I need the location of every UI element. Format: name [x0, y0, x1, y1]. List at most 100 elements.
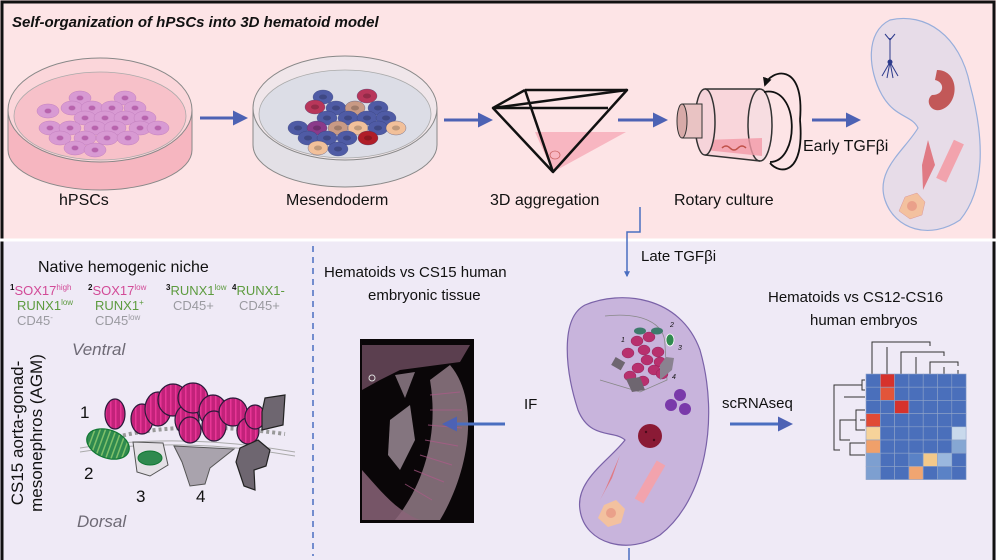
heatmap-cell: [879, 439, 895, 454]
cell-nucleus: [363, 115, 371, 121]
marker-name: CD45: [17, 313, 51, 328]
heatmap-cell: [908, 439, 924, 454]
cell-type-1: [104, 398, 126, 430]
cell-type-2: [86, 428, 130, 460]
late-tgfbi-connector: [624, 207, 641, 278]
embryo-section-image: [360, 339, 474, 523]
cell-nucleus: [374, 125, 382, 131]
if-method-label: IF: [524, 396, 538, 413]
mesendoderm-cell: [385, 120, 407, 136]
rotary-tube-icon: [676, 88, 793, 163]
marker-level: +: [139, 298, 144, 307]
cell-nucleus: [392, 125, 400, 131]
marker-level: low: [61, 298, 74, 307]
heatmap-cell: [951, 452, 967, 467]
cell-nucleus: [56, 135, 64, 141]
hematoid-embryo-icon: [566, 297, 710, 546]
mesendoderm-cell: [316, 110, 338, 126]
cell-nucleus: [141, 115, 149, 121]
mesendoderm-cell: [304, 99, 326, 115]
heatmap-cell: [865, 452, 881, 467]
heatmap-cell: [894, 373, 910, 388]
mesendoderm-cell: [356, 88, 378, 104]
region-number-4: 4: [196, 487, 206, 506]
heatmap-cell: [894, 400, 910, 414]
cell-nucleus: [124, 135, 132, 141]
petri-dish-mesendoderm-icon: [252, 55, 438, 188]
hematoid-cell: [621, 347, 635, 359]
cell-nucleus: [136, 125, 144, 131]
marker-line: 1SOX17high: [10, 283, 73, 298]
cell-nucleus: [344, 115, 352, 121]
heatmap-cell: [922, 466, 938, 480]
marker-line: RUNX1+: [88, 298, 146, 313]
cell-nucleus: [108, 105, 116, 111]
heatmap-cell: [937, 426, 953, 441]
heatmap-cell: [922, 452, 938, 467]
dorsal-label: Dorsal: [77, 512, 127, 531]
marker-name: RUNX1-: [236, 283, 285, 298]
heatmap-cell: [922, 413, 938, 428]
heatmap-cell: [865, 373, 881, 388]
heatmap-cell: [879, 373, 895, 388]
agm-niche-diagram: [79, 382, 296, 491]
hematoid-number-4: 4: [672, 374, 676, 381]
heatmap-cell: [937, 466, 953, 480]
heatmap-cell: [951, 373, 967, 388]
heatmap-cell: [951, 400, 967, 414]
heatmap-cell: [879, 466, 895, 480]
if-title-line1: Hematoids vs CS15 human: [324, 264, 507, 281]
marker-name: CD45+: [173, 298, 214, 313]
heatmap-cell: [908, 373, 924, 388]
heatmap-cell: [894, 466, 910, 480]
heatmap-cell: [937, 413, 953, 428]
heatmap-cell: [922, 426, 938, 441]
marker-group-4: 4RUNX1-CD45+: [232, 283, 285, 313]
cell-nucleus: [319, 94, 327, 100]
hematoid-cell: [651, 346, 665, 358]
rotation-arrow-icon: [763, 72, 802, 121]
hematoid-cell: [640, 354, 654, 366]
marker-name: SOX17: [14, 283, 57, 298]
pyramid-well-icon: [491, 88, 629, 174]
heatmap-cell: [937, 400, 953, 414]
heatmap-cell: [922, 373, 938, 388]
heatmap-cell: [908, 386, 924, 401]
marker-level: high: [56, 283, 72, 292]
scrnaseq-title-line2: human embryos: [810, 312, 918, 329]
heatmap-cell: [894, 386, 910, 401]
marker-line: CD45-: [10, 313, 73, 328]
cell-nucleus: [154, 125, 162, 131]
cell-nucleus: [91, 147, 99, 153]
cell-type-4: [173, 445, 236, 487]
hematoid-number-3: 3: [678, 345, 682, 352]
marker-name: SOX17: [92, 283, 135, 298]
heatmap-cell: [865, 413, 881, 428]
cell-nucleus: [323, 115, 331, 121]
cell-nucleus: [294, 125, 302, 131]
cell-nucleus: [343, 135, 351, 141]
agm-label-line1: CS15 aorta-gonad-: [8, 360, 27, 506]
cell-nucleus: [311, 104, 319, 110]
heatmap-cell: [937, 373, 953, 388]
mesendoderm-cell: [327, 141, 349, 157]
heatmap-cell: [908, 452, 924, 467]
early-tgfbi-label: Early TGFβi: [803, 138, 889, 155]
cell-nucleus: [314, 145, 322, 151]
heatmap-cell: [894, 452, 910, 467]
heatmap-cell: [937, 386, 953, 401]
hematoid-cell: [637, 344, 651, 356]
mesendoderm-cell: [357, 130, 379, 146]
heatmap: [865, 373, 967, 480]
cell-nucleus: [334, 125, 342, 131]
ventral-label: Ventral: [72, 340, 126, 359]
cell-nucleus: [81, 135, 89, 141]
cell-nucleus: [313, 125, 321, 131]
cell-type-3: [137, 450, 163, 466]
marker-number: 3: [166, 283, 171, 292]
cell-nucleus: [71, 145, 79, 151]
cell-nucleus: [334, 146, 342, 152]
marker-level: -: [50, 313, 53, 322]
step-label-rotary-culture: Rotary culture: [674, 192, 774, 209]
